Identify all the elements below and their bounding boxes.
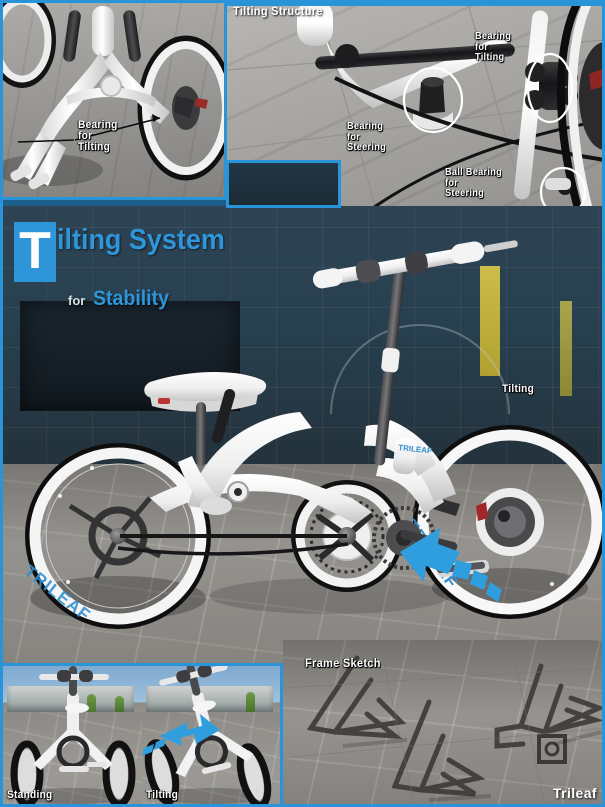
tilting-arrow-group (398, 524, 508, 604)
label-standing: Standing (7, 789, 53, 801)
label-frame-sketch: Frame Sketch (305, 656, 381, 670)
yellow-signage (560, 301, 572, 396)
inset-overlap-panel (226, 160, 341, 208)
tilt-direction-arrow (141, 714, 220, 756)
title-initial-badge: T (14, 222, 56, 282)
subtitle-word: Stability (93, 287, 170, 310)
tree-icon (245, 692, 255, 718)
subtitle-for: for (68, 293, 86, 308)
trike-illustration: TRILEAF TRILEAF (20, 240, 605, 629)
tilting-structure-illustration (227, 0, 605, 212)
svg-text:TRILEAF: TRILEAF (398, 443, 433, 455)
subtitle: for Stability (68, 287, 238, 311)
title-rest: ilting System (57, 224, 225, 256)
label-tilting-small: Tilting (145, 789, 178, 801)
comparison-tilting: Tilting (141, 666, 280, 804)
frame-sketch-panel: Frame Sketch Trileaf (283, 640, 605, 807)
comparison-panel: Standing (0, 663, 283, 807)
tree-icon (115, 696, 124, 716)
tilting-arrow-icon (400, 528, 502, 602)
title-initial: T (19, 221, 51, 280)
callout-bearing-for-tilting-left: Bearing for Tilting (78, 119, 118, 153)
main-scene: T ilting System for Stability (0, 206, 605, 663)
trike-front-standing (10, 666, 136, 804)
callout-bearing-for-steering: Bearing for Steering (347, 121, 387, 153)
trike-front-tilting (141, 666, 271, 804)
top-left-detail-photo: Bearing for Tilting (0, 0, 227, 200)
heading-tilting-structure: Tilting Structure (233, 4, 323, 18)
arrow-label-tilting: Tilting (502, 383, 535, 395)
tilting-fork-illustration (0, 0, 224, 190)
callout-bearing-for-tilting-right: Bearing for Tilting (475, 31, 512, 63)
watermark-trileaf: Trileaf (552, 785, 597, 801)
page-title: T ilting System for Stability (14, 222, 238, 311)
frame-sketch-illustration (283, 640, 605, 807)
tree-icon (87, 694, 96, 720)
callout-ball-bearing-for-steering: Ball Bearing for Steering (445, 167, 502, 199)
comparison-standing: Standing (3, 666, 142, 804)
